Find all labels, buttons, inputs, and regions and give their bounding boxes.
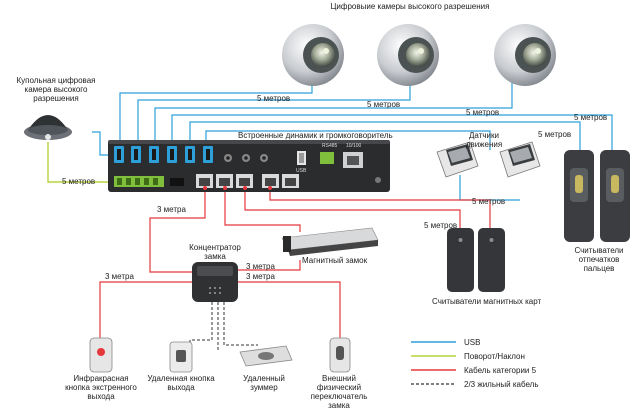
usb-port-label: USB [296, 168, 307, 174]
usb-cable-fingerprint-2 [189, 121, 581, 150]
magnetic-lock-label: Магнитный замок [302, 256, 368, 265]
hd-camera-1 [282, 24, 344, 86]
legend-cat5: Кабель категории 5 [464, 366, 537, 375]
distance-label: 5 метров [472, 197, 506, 206]
external-lock-switch [329, 337, 351, 373]
distance-label: 5 метров [466, 108, 500, 117]
distance-label: 5 метров [574, 113, 608, 122]
usb-cable-cam3 [154, 75, 513, 142]
legend-swatches [411, 341, 456, 385]
legend-ptz: Поворот/Наклон [464, 352, 525, 361]
hd-cameras-label: Цифровыие камеры высокого разрешения [330, 2, 490, 11]
rs485-label: RS485 [322, 143, 338, 149]
fingerprint-readers-label: Считыватели отпечатков пальцев [574, 246, 624, 273]
external-switch-label: Внешний физический переключатель замка [310, 374, 368, 410]
legend-usb: USB [464, 338, 481, 347]
fingerprint-reader-1 [564, 150, 594, 242]
cat5-cable-hub-lock [238, 260, 301, 271]
cat5-cable-lock [224, 188, 301, 232]
wire-cables [189, 302, 258, 352]
usb-cables [92, 75, 613, 201]
cat5-cable-switch [238, 281, 341, 338]
usb-cable-fingerprint-1 [171, 114, 613, 150]
cat5-cable-hub [149, 188, 206, 273]
cat5-cables [99, 188, 491, 338]
distance-label: 3 метра [105, 272, 134, 281]
remote-buzzer [239, 345, 293, 367]
distance-label: 5 метров [367, 100, 401, 109]
distance-label: 3 метра [246, 262, 275, 271]
ir-button-label: Инфракрасная кнопка экстренного выхода [65, 374, 137, 401]
hd-camera-3 [494, 24, 556, 86]
remote-exit-button [169, 341, 193, 373]
controller-unit [108, 140, 390, 192]
cat5-cable-ir-button [99, 281, 195, 338]
dome-camera [24, 115, 72, 140]
distance-label: 3 метра [246, 272, 275, 281]
card-readers-label: Считыватели магнитных карт [432, 297, 542, 306]
card-reader-1 [447, 228, 474, 292]
usb-cable-motion-1 [205, 130, 491, 150]
motion-sensor-1 [436, 141, 479, 178]
speaker-label: Встроенные динамик и громкоговоритель [238, 131, 393, 140]
distance-label: 5 метров [257, 94, 291, 103]
dome-camera-label: Купольная цифровая камера высокого разре… [16, 76, 96, 103]
remote-exit-button-label: Удаленная кнопка выхода [147, 374, 215, 392]
remote-buzzer-label: Удаленный зуммер [243, 374, 285, 392]
legend-wire: 2/3 жильный кабель [464, 380, 539, 389]
card-reader-2 [478, 228, 505, 292]
ethernet-label: 10/100 [346, 143, 362, 149]
cat5-cable-reader-1 [244, 188, 461, 228]
hd-camera-2 [377, 24, 439, 86]
distance-label: 3 метра [157, 205, 186, 214]
lock-hub-label: Концентратор замка [189, 243, 241, 261]
magnetic-lock [281, 227, 379, 256]
distance-label: 5 метров [62, 177, 96, 186]
distance-label: 5 метров [424, 221, 458, 230]
lock-hub [192, 262, 238, 302]
motion-sensors-label: Датчики движения [465, 131, 503, 149]
distance-label: 5 метров [538, 130, 572, 139]
usb-cable-dome [92, 131, 108, 156]
cat5-cable-reader-2 [269, 188, 491, 228]
fingerprint-reader-2 [600, 150, 630, 242]
ptz-cable [47, 142, 112, 183]
ir-exit-button [89, 337, 113, 373]
usb-cable-cam2 [137, 75, 411, 142]
motion-sensor-2 [499, 141, 541, 178]
